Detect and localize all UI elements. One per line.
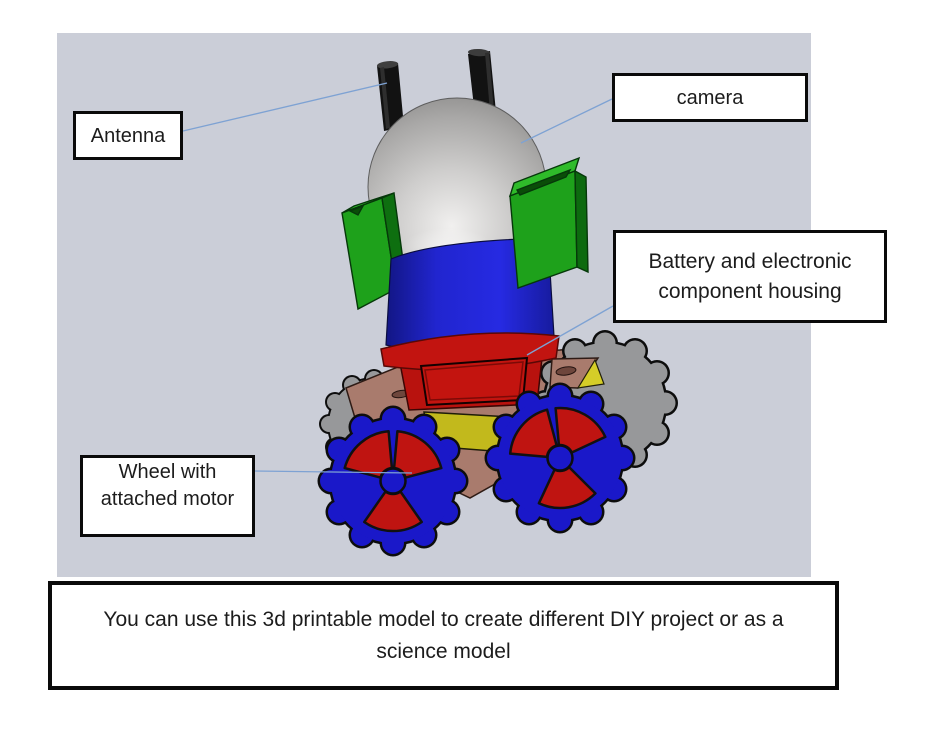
callout-camera-label: camera — [676, 86, 744, 109]
callout-wheel: Wheel with attached motor — [80, 455, 255, 537]
callout-antenna-label: Antenna — [90, 124, 166, 147]
caption-text: You can use this 3d printable model to c… — [103, 607, 784, 663]
callout-battery: Battery and electronic component housing — [613, 230, 887, 323]
callout-antenna: Antenna — [73, 111, 183, 160]
callout-camera: camera — [612, 73, 808, 122]
callout-wheel-label: Wheel with attached motor — [100, 461, 235, 510]
caption-box: You can use this 3d printable model to c… — [48, 581, 839, 690]
callout-battery-label: Battery and electronic component housing — [648, 249, 852, 303]
